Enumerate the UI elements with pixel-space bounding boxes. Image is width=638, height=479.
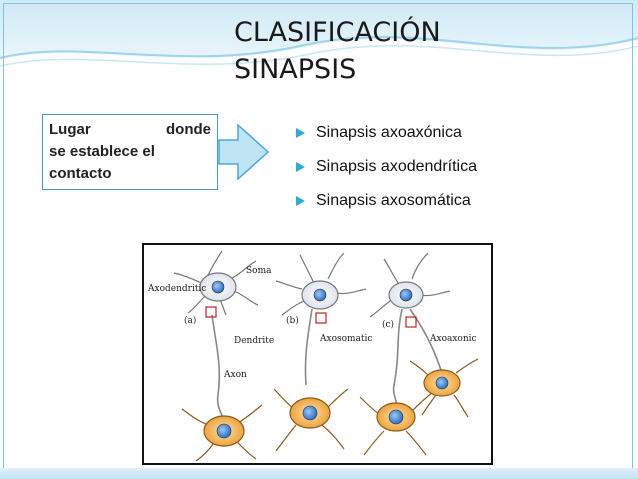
context-box-line-2: se establece el xyxy=(49,143,155,160)
right-arrow-icon xyxy=(218,123,270,181)
list-item: Sinapsis axoaxónica xyxy=(296,116,477,150)
synapse-type-list: Sinapsis axoaxónica Sinapsis axodendríti… xyxy=(296,116,477,218)
triangle-bullet-icon xyxy=(296,196,305,206)
nucleus-c-side xyxy=(435,376,449,390)
label-axosomatic: Axosomatic xyxy=(319,334,372,344)
nucleus-a-top xyxy=(211,280,225,294)
top-wave-decoration xyxy=(0,0,638,67)
nucleus-c-bottom xyxy=(388,409,404,425)
nucleus-a-bottom xyxy=(216,423,232,439)
label-dendrite: Dendrite xyxy=(234,336,274,346)
neuron-b-top xyxy=(275,252,367,316)
title-line-2: SINAPSIS xyxy=(234,54,357,85)
label-a: (a) xyxy=(184,315,196,326)
label-b: (b) xyxy=(286,315,299,326)
context-box-line-1: Lugar donde xyxy=(49,119,211,141)
list-item-label: Sinapsis axosomática xyxy=(316,192,471,209)
synapse-markers xyxy=(205,306,417,328)
synapse-illustration: Axodendritic Soma (a) (b) (c) Dendrite A… xyxy=(142,243,493,465)
axons xyxy=(211,308,443,422)
list-item: Sinapsis axosomática xyxy=(296,184,477,218)
label-axon: Axon xyxy=(223,370,247,380)
label-c: (c) xyxy=(382,319,394,330)
triangle-bullet-icon xyxy=(296,162,305,172)
list-item-label: Sinapsis axoaxónica xyxy=(316,124,462,141)
list-item: Sinapsis axodendrítica xyxy=(296,150,477,184)
nucleus-b-top xyxy=(313,288,327,302)
context-box-line-3: contacto xyxy=(49,165,112,182)
label-axodendritic: Axodendritic xyxy=(147,284,206,294)
neuron-diagram: Axodendritic Soma (a) (b) (c) Dendrite A… xyxy=(147,250,479,462)
list-item-label: Sinapsis axodendrítica xyxy=(316,158,477,175)
label-soma: Soma xyxy=(246,266,272,276)
triangle-bullet-icon xyxy=(296,128,305,138)
context-box-word-2: donde xyxy=(166,121,211,138)
slide-title: CLASIFICACIÓN SINAPSIS xyxy=(234,14,441,88)
label-axoaxonic: Axoaxonic xyxy=(429,334,477,344)
title-line-1: CLASIFICACIÓN xyxy=(234,17,441,48)
neuron-c-top xyxy=(369,252,451,318)
nucleus-b-bottom xyxy=(302,405,318,421)
context-box-word-1: Lugar xyxy=(49,121,91,138)
context-box: Lugar donde se establece el contacto xyxy=(42,114,218,190)
nucleus-c-top xyxy=(399,288,413,302)
bottom-band-decoration xyxy=(0,468,638,479)
